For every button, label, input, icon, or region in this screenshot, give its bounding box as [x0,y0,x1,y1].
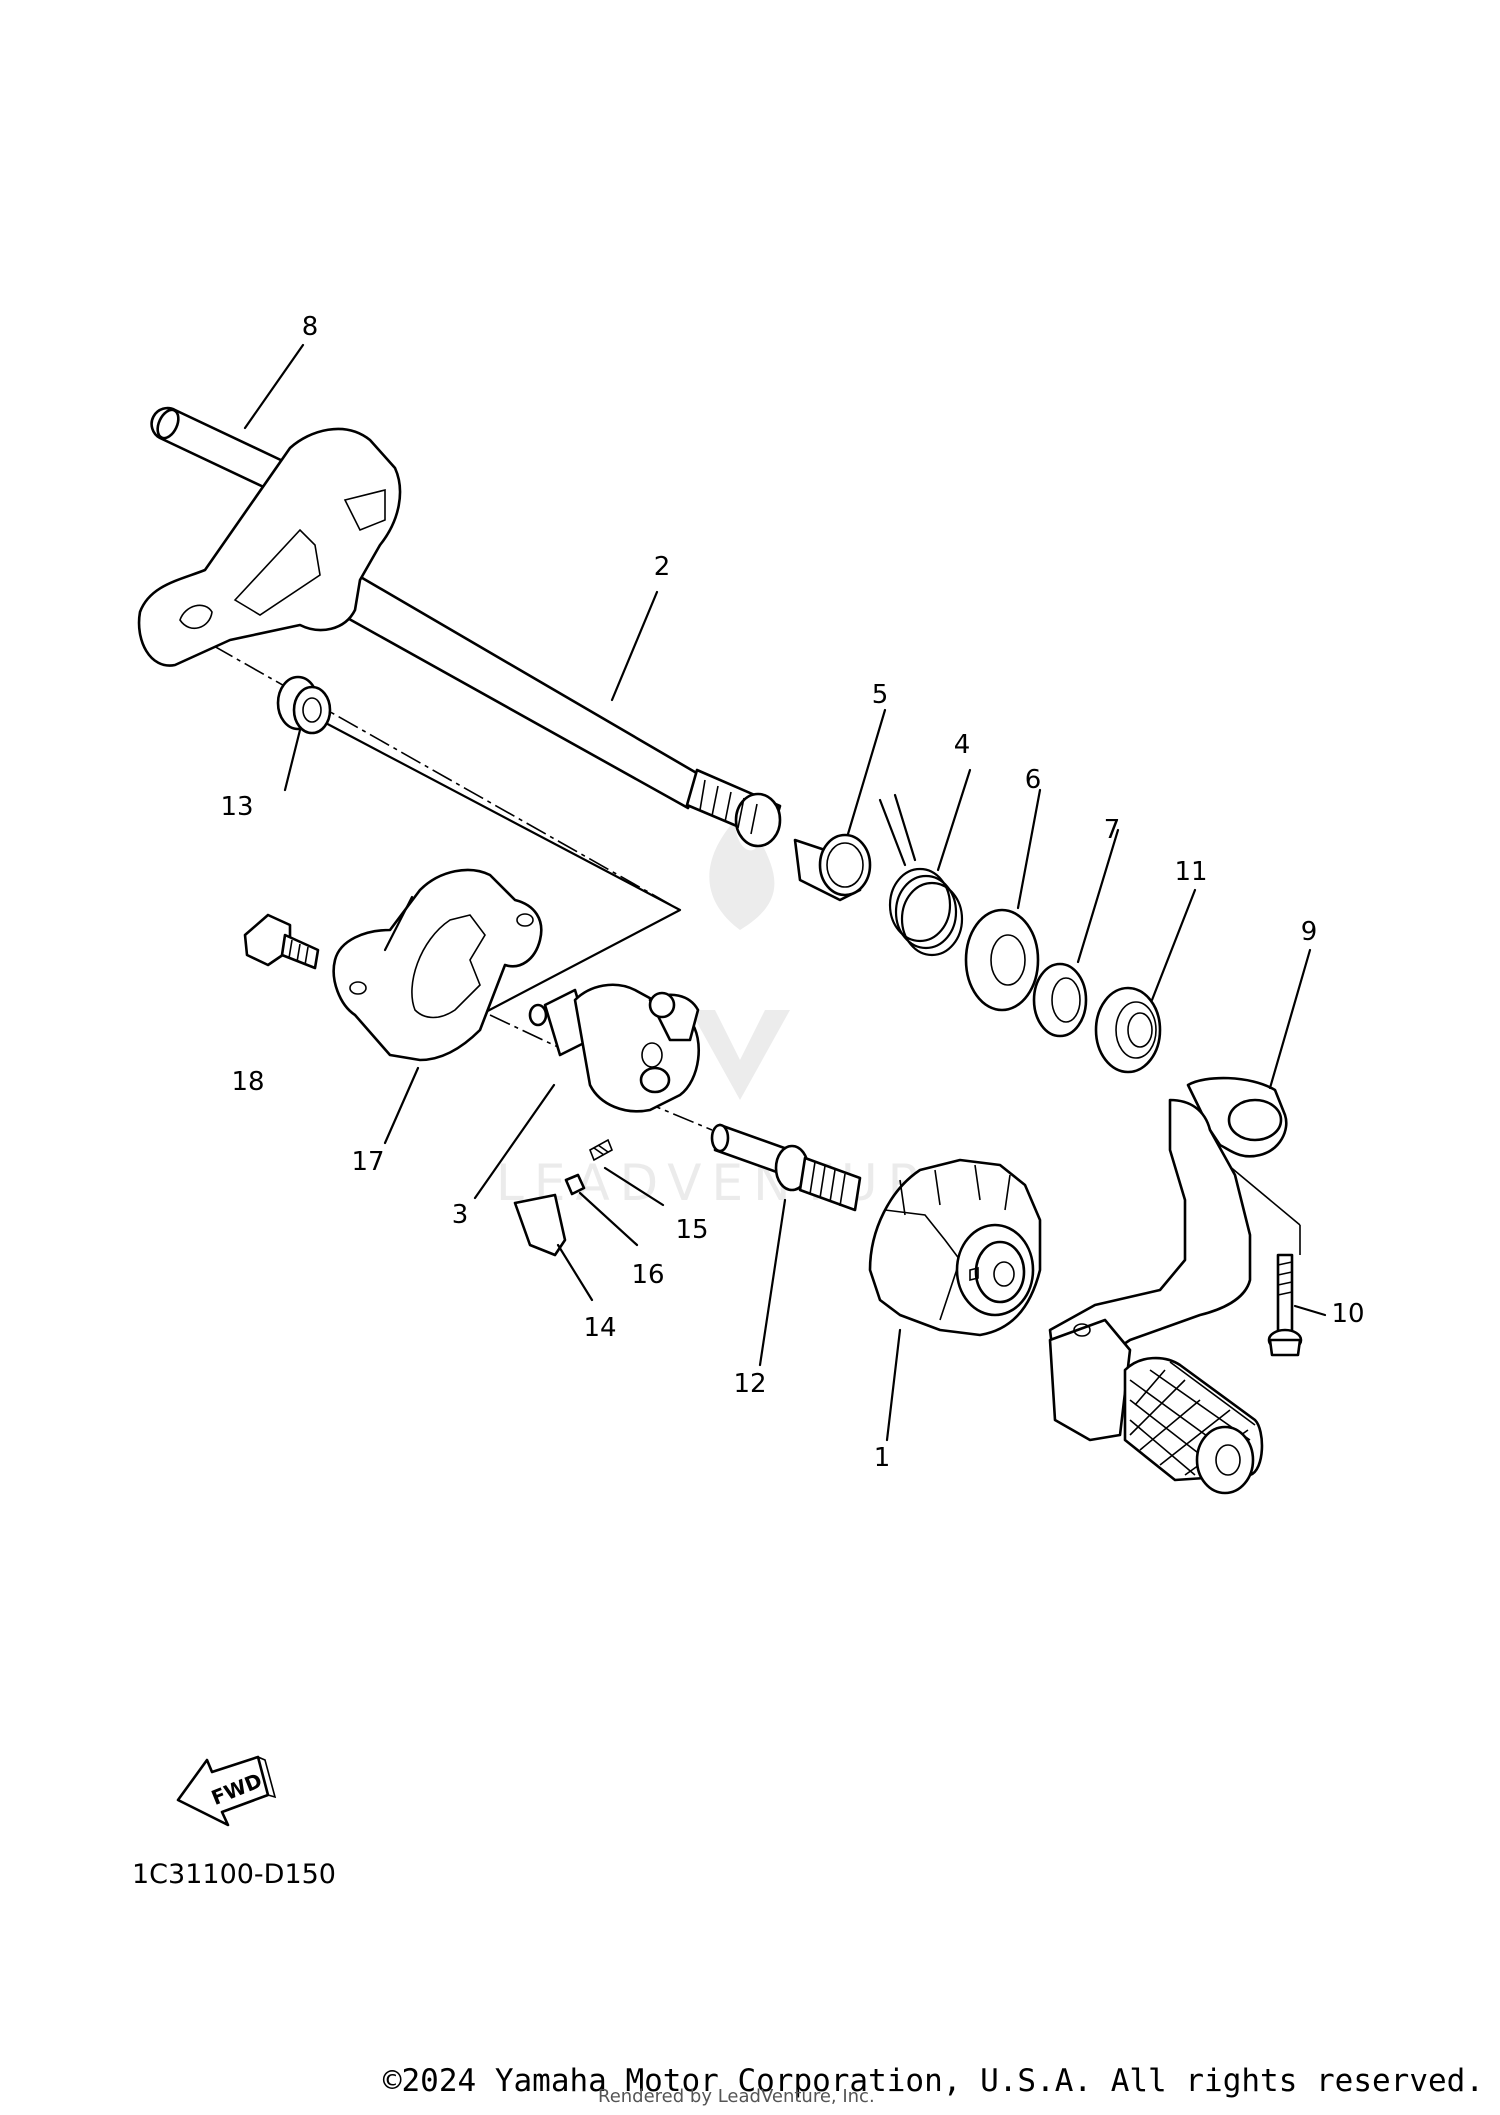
label-part-13: 13 [220,792,253,822]
copyright-notice: ©2024 Yamaha Motor Corporation, U.S.A. A… [382,2063,1484,2099]
part-washer [964,908,1040,1012]
part-labels: 1 2 3 4 5 6 7 8 9 10 11 12 13 14 15 16 1… [220,312,1364,1473]
part-plate-bolt [243,913,320,970]
label-part-1: 1 [874,1443,891,1473]
label-part-17: 17 [351,1147,384,1177]
label-part-5: 5 [872,680,889,710]
label-part-3: 3 [452,1200,469,1230]
part-stopper-bolt [710,1123,862,1212]
diagram-code: 1C31100-D150 [132,1859,336,1890]
leader-lines [243,343,1327,1442]
part-small-spring [588,1138,614,1162]
label-part-14: 14 [583,1313,616,1343]
label-part-10: 10 [1331,1299,1364,1329]
part-bearing [1094,986,1162,1074]
label-part-18: 18 [231,1067,264,1097]
part-shift-shaft [137,427,782,848]
part-shift-pedal [1048,1076,1288,1495]
rendered-by-credit: Rendered by LeadVenture, Inc. [598,2086,875,2107]
watermark-logo: LEADVENTURE [496,820,964,1212]
part-oil-seal [1032,962,1088,1038]
label-part-6: 6 [1025,765,1042,795]
label-part-16: 16 [631,1260,664,1290]
part-stopper-plate [332,868,543,1062]
alignment-lines [181,627,1301,1255]
label-part-2: 2 [654,552,671,582]
label-part-12: 12 [733,1369,766,1399]
label-part-7: 7 [1104,815,1121,845]
part-shift-cam [868,1158,1042,1337]
fwd-arrow-icon: FWD [176,1755,277,1827]
label-part-8: 8 [302,312,319,342]
label-part-11: 11 [1174,857,1207,887]
label-part-15: 15 [675,1215,708,1245]
part-collar [793,833,872,902]
label-part-9: 9 [1301,917,1318,947]
label-part-4: 4 [954,730,971,760]
part-bushing [276,675,332,735]
part-small-pin [564,1173,586,1196]
part-torsion-spring [878,793,964,957]
part-shift-segment [528,983,701,1113]
part-pedal-bolt [1267,1253,1303,1357]
